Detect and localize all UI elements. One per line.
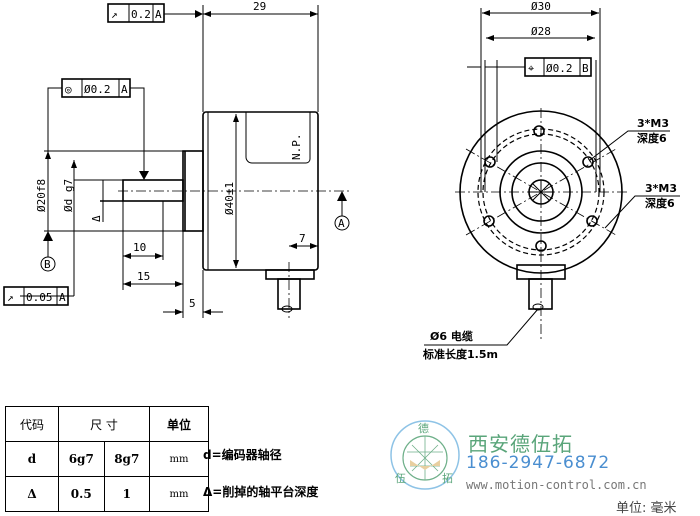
svg-text:A: A xyxy=(121,83,128,96)
svg-text:拓: 拓 xyxy=(442,471,453,485)
svg-text:伍: 伍 xyxy=(395,472,406,485)
cable xyxy=(277,278,301,310)
position-icon: ⌖ xyxy=(528,62,534,75)
nameplate-area xyxy=(245,112,311,164)
cable xyxy=(528,278,553,310)
dim-body-diameter: Ø40±1 xyxy=(223,182,236,215)
svg-text:Ø0.2: Ø0.2 xyxy=(84,83,111,96)
svg-text:A: A xyxy=(155,8,162,21)
dim-flat-length: 10 xyxy=(133,241,146,254)
brand-logo: 德 伍 拓 xyxy=(390,420,460,490)
position-tolerance: ⌖ Ø0.2 B xyxy=(524,57,592,77)
svg-text:德: 德 xyxy=(418,421,429,435)
brand-name: 西安德伍拓 xyxy=(468,432,573,456)
cable-length: 标准长度1.5m xyxy=(422,347,498,361)
datum-b: B xyxy=(44,258,51,271)
brand-url: www.motion-control.com.cn xyxy=(466,478,647,492)
runout-icon: ↗ xyxy=(111,8,118,21)
note-d: d=编码器轴径 xyxy=(203,448,282,462)
dim-cable-offset: 7 xyxy=(299,232,306,245)
dim-flange-thickness: 5 xyxy=(189,297,196,310)
cable-spec: Ø6 电缆 xyxy=(430,329,473,343)
svg-text:A: A xyxy=(59,291,66,304)
runout-icon: ↗ xyxy=(7,291,14,304)
shaft xyxy=(122,179,184,202)
table-row: d 6g7 8g7 mm xyxy=(5,441,209,477)
concentricity-icon: ◎ xyxy=(65,83,72,96)
svg-text:B: B xyxy=(582,62,589,75)
svg-text:0.2: 0.2 xyxy=(131,8,151,21)
note-delta: Δ=削掉的轴平台深度 xyxy=(203,485,319,499)
side-view: N.P. 29 ↗ 0.2 A ◎ Ø0.2 A xyxy=(3,0,350,318)
datum-a: A xyxy=(338,217,345,230)
cable-connector xyxy=(265,269,315,280)
header-unit: 单位 xyxy=(149,406,209,442)
hole-spec-2-depth: 深度6 xyxy=(645,196,675,210)
svg-text:Ø0.2: Ø0.2 xyxy=(546,62,573,75)
header-size: 尺 寸 xyxy=(58,406,150,442)
front-view: Ø30 Ø28 ⌖ Ø0.2 B 3*M3 深度6 3*M3 深度6 Ø6 电缆… xyxy=(422,0,680,361)
dim-length: 29 xyxy=(253,0,266,13)
dim-flange-diameter: Ø20f8 xyxy=(35,179,48,212)
runout-tolerance-bottom: ↗ 0.05 A xyxy=(3,286,69,306)
brand-phone: 186-2947-6872 xyxy=(466,453,611,473)
dim-flat-depth: Δ xyxy=(90,215,103,222)
hole-spec-2: 3*M3 xyxy=(645,182,677,195)
concentricity-tolerance: ◎ Ø0.2 A xyxy=(61,78,131,98)
svg-text:0.05: 0.05 xyxy=(26,291,53,304)
table-row: Δ 0.5 1 mm xyxy=(5,476,209,512)
runout-tolerance-top: ↗ 0.2 A xyxy=(107,3,165,23)
dim-hole-circle-diameter: Ø28 xyxy=(531,25,551,38)
spec-table: 代码 尺 寸 单位 d 6g7 8g7 mm Δ 0.5 1 mm xyxy=(5,406,209,512)
dim-shaft-length: 15 xyxy=(137,270,150,283)
nameplate-label: N.P. xyxy=(290,134,303,161)
unit-label: 单位: 毫米 xyxy=(616,501,677,516)
hole-spec-1-depth: 深度6 xyxy=(637,131,667,145)
dim-outer-diameter: Ø30 xyxy=(531,0,551,13)
hole-spec-1: 3*M3 xyxy=(637,117,669,130)
header-code: 代码 xyxy=(5,406,59,442)
dim-shaft-diameter: Ød g7 xyxy=(62,179,75,212)
